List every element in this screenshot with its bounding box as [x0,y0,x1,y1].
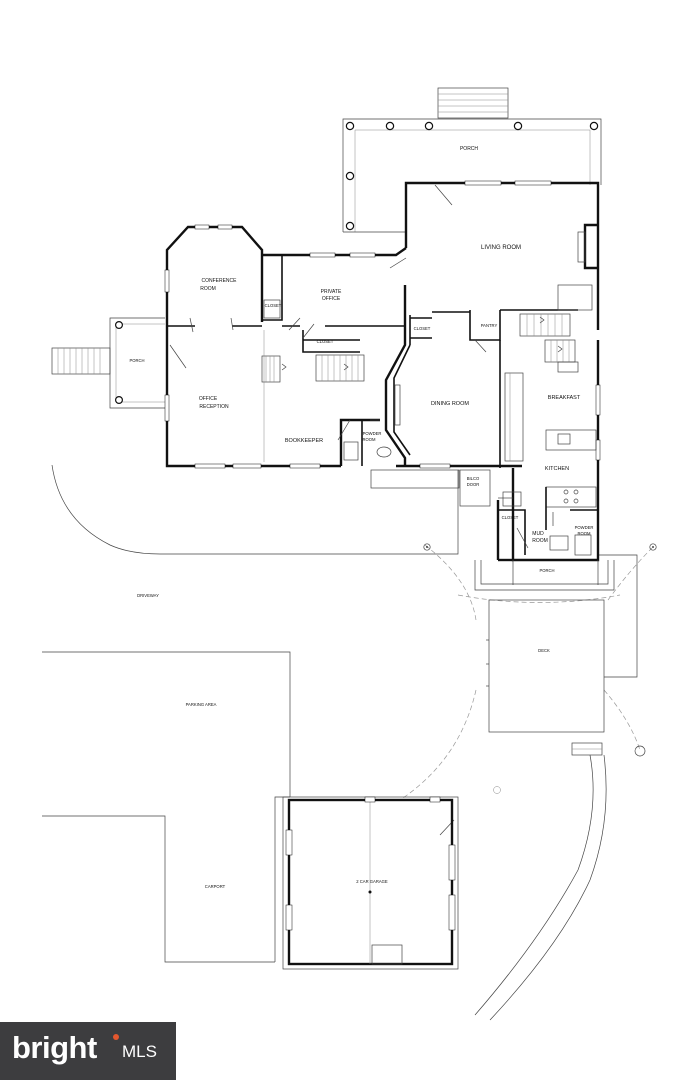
label-deck: DECK [538,648,550,653]
label-living-room: LIVING ROOM [481,245,521,251]
label-private-office-line-1: PRIVATE [321,289,342,295]
label-porch-left: PORCH [129,358,144,363]
label-conference-room-line-2: ROOM [200,286,216,292]
porch-top [342,87,602,233]
label-pantry: PANTRY [481,323,498,328]
porch-back-deck [474,560,615,756]
label-garage: 2 CAR GARAGE [356,879,388,884]
label-parking-area: PARKING AREA [186,702,217,707]
label-powder-room-a-line-1: POWDER [363,431,382,436]
label-powder-room-b-line-1: POWDER [575,525,594,530]
label-bilco-door-line-1: BILCO [467,476,480,481]
label-bookkeeper: BOOKKEEPER [285,438,323,444]
label-breakfast: BREAKFAST [548,395,581,401]
room-labels: PORCH LIVING ROOM CONFERENCE ROOM PRIVAT… [129,146,593,889]
garage [282,796,459,970]
label-porch-back: PORCH [539,568,554,573]
label-carport: CARPORT [205,884,226,889]
label-porch-top: PORCH [460,146,478,152]
label-mud-room-line-2: ROOM [532,538,548,544]
site-outlines [42,464,657,1021]
label-office-reception-line-1: OFFICE [199,396,218,402]
bright-mls-watermark: bright MLS [0,1022,176,1080]
porch-left [51,317,165,409]
label-closet-stair: CLOSET [317,339,334,344]
watermark-suffix-text: MLS [122,1042,157,1061]
label-dining-room: DINING ROOM [431,401,469,407]
label-private-office-line-2: OFFICE [322,296,341,302]
interior-walls [167,223,598,556]
label-office-reception-line-2: RECEPTION [199,404,229,410]
label-mud-room-line-1: MUD [532,531,544,537]
label-conference-room-line-1: CONFERENCE [201,278,237,284]
label-kitchen: KITCHEN [545,466,569,472]
label-powder-room-b-line-2: ROOM [577,531,591,536]
label-closet-conference: CLOSET [265,303,282,308]
label-closet-mud: CLOSET [502,515,519,520]
label-closet-dining: CLOSET [414,326,431,331]
exterior-walls [165,181,600,562]
label-powder-room-a-line-2: ROOM [362,437,376,442]
label-driveway: DRIVEWAY [137,593,159,598]
door-swings [169,184,563,836]
watermark-brand-text: bright [12,1030,97,1065]
windows [164,180,601,469]
watermark-accent-icon [113,1034,119,1040]
label-bilco-door-line-2: DOOR [467,482,480,487]
